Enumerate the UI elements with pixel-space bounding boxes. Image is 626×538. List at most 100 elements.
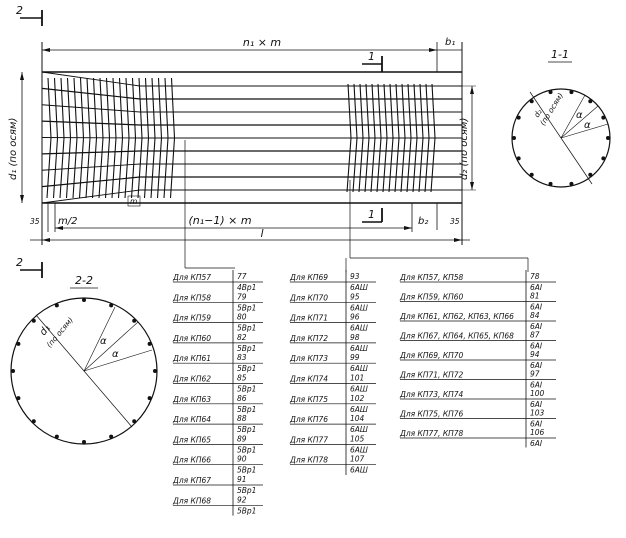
- rebar-dot: [601, 115, 606, 120]
- rebar-dot: [147, 396, 152, 401]
- dim-35-right: 35: [450, 217, 460, 226]
- table-row-top: 102: [350, 394, 365, 403]
- spiral-turn: [91, 77, 98, 199]
- spiral-turn: [370, 83, 376, 193]
- table-row-bottom: 5Вр1: [237, 445, 256, 454]
- rebar-dot: [512, 136, 516, 140]
- section-1-1-alpha-1: α: [576, 110, 583, 121]
- section-1-1-d: d₂: [532, 108, 544, 119]
- table-row-label: Для КП70: [289, 293, 328, 302]
- rebar-dot: [16, 341, 21, 346]
- table-row-top: 80: [237, 313, 247, 322]
- table-row-label: Для КП77: [289, 435, 328, 444]
- rebar-dot: [516, 156, 521, 161]
- table-row-top: 92: [237, 495, 247, 504]
- table-row-top: 81: [530, 292, 540, 301]
- spiral-zone-left: [46, 77, 176, 199]
- table-row-label: Для КП68: [172, 496, 211, 505]
- table-row-label: Для КП74: [289, 375, 328, 384]
- table-row-top: 106: [530, 428, 545, 437]
- table-row-label: Для КП67, КП64, КП65, КП68: [399, 332, 514, 341]
- table-row-bottom: 5Вр1: [237, 466, 256, 475]
- table-row-label: Для КП61, КП62, КП63, КП66: [399, 312, 514, 321]
- spiral-turn: [111, 77, 117, 199]
- rebar-dot: [153, 369, 157, 373]
- section-mark-2-bottom: 2: [16, 256, 23, 269]
- table-row-top: 105: [350, 434, 365, 443]
- longitudinal-bar: [41, 87, 462, 100]
- table-row-label: Для КП76: [289, 415, 328, 424]
- longitudinal-bar: [41, 176, 462, 188]
- table-row-top: 101: [350, 374, 364, 383]
- spiral-turn: [117, 77, 124, 199]
- rebar-dot: [548, 90, 553, 95]
- longitudinal-bar: [41, 189, 462, 204]
- table-row-label: Для КП64: [172, 415, 211, 424]
- section-mark-2-top: 2: [16, 4, 23, 17]
- table-row-top: 103: [530, 409, 545, 418]
- table-row-bottom: 6АШ: [350, 385, 368, 394]
- table-row-bottom: 6АШ: [350, 364, 368, 373]
- table-row-bottom: 6АI: [530, 361, 543, 370]
- rebar-dot: [569, 90, 574, 95]
- spiral-turn: [46, 77, 52, 199]
- longitudinal-bar: [41, 120, 462, 126]
- spiral-turn: [124, 77, 130, 199]
- table-row-label: Для КП69: [289, 273, 328, 282]
- spiral-turn: [72, 77, 78, 199]
- spiral-turn: [98, 77, 104, 199]
- table-row-top: 94: [530, 350, 540, 359]
- rebar-dot: [82, 298, 86, 302]
- rebar-dot: [31, 419, 36, 424]
- table-row-bottom: 5Вр1: [237, 385, 256, 394]
- spiral-zone-right: [346, 83, 436, 193]
- spiral-turn: [394, 83, 400, 193]
- spiral-turn: [130, 77, 137, 199]
- rebar-dot: [132, 318, 137, 323]
- spiral-turn: [364, 83, 370, 193]
- section-mark-1-bottom: 1: [368, 208, 375, 221]
- table-row-top: 107: [350, 455, 365, 464]
- table-row-top: 83: [237, 353, 247, 362]
- section-2-2-bars: [11, 298, 157, 444]
- spiral-turn: [52, 77, 59, 199]
- rebar-dot: [529, 99, 534, 104]
- longitudinal-bar: [41, 71, 462, 87]
- table-row-label: Для КП77, КП78: [399, 429, 464, 438]
- table-row-bottom: 6АШ: [350, 303, 368, 312]
- spiral-turn: [358, 83, 364, 193]
- table-row-label: Для КП69, КП70: [399, 351, 464, 360]
- table-row-top: 82: [237, 333, 247, 342]
- table-row-label: Для КП67: [172, 476, 211, 485]
- table-row-top: 104: [350, 414, 365, 423]
- table-row-bottom: 4Вр1: [237, 283, 256, 292]
- rebar-dot: [54, 303, 59, 308]
- table-row-bottom: 6АI: [530, 342, 543, 351]
- spiral-turn: [388, 83, 394, 193]
- dim-m-mid: m: [130, 197, 137, 206]
- rebar-dot: [31, 318, 36, 323]
- table-row-bottom: 5Вр1: [237, 506, 256, 515]
- spiral-turn: [104, 77, 111, 199]
- table-row-top: 89: [237, 434, 247, 443]
- table-row-bottom: 6АШ: [350, 324, 368, 333]
- table-row-bottom: 6АI: [530, 283, 543, 292]
- table-row-label: Для КП71: [289, 314, 328, 323]
- rebar-dot: [147, 341, 152, 346]
- spiral-turn: [400, 83, 406, 193]
- spiral-turn: [352, 83, 358, 193]
- spiral-turn: [376, 83, 382, 193]
- table-row-label: Для КП57: [172, 273, 211, 282]
- table-row-bottom: 5Вр1: [237, 486, 256, 495]
- spiral-turn: [346, 83, 352, 193]
- longitudinal-bar: [41, 137, 462, 139]
- spiral-turn: [150, 77, 156, 199]
- spiral-turn: [156, 77, 163, 199]
- table-row-top: 78: [530, 272, 540, 281]
- section-2-2-alpha-1: α: [100, 336, 107, 347]
- section-1-1-bars: [512, 90, 610, 186]
- spiral-turn: [430, 83, 436, 193]
